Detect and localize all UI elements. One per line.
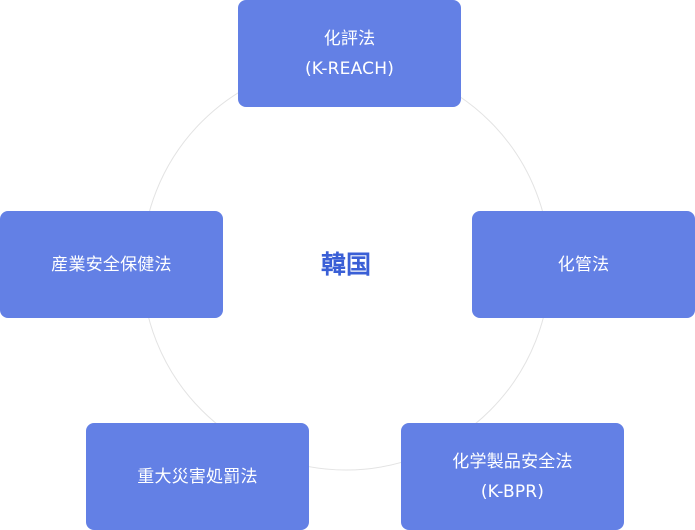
node-k-reach-subtitle: (K-REACH): [304, 58, 395, 79]
node-occupational-safety-health-act: 産業安全保健法: [0, 211, 223, 318]
node-k-reach-title: 化評法: [323, 28, 376, 49]
node-k-bpr-subtitle: (K-BPR): [480, 481, 545, 502]
node-serious-accidents-punishment-act: 重大災害処罰法: [86, 423, 309, 530]
node-occupational-safety-health-act-title: 産業安全保健法: [51, 254, 172, 275]
center-country-label: 韓国: [320, 250, 371, 279]
node-serious-accidents-punishment-act-title: 重大災害処罰法: [137, 466, 258, 487]
node-chemical-control-act-title: 化管法: [557, 254, 610, 275]
node-k-bpr: 化学製品安全法 (K-BPR): [401, 423, 624, 530]
node-chemical-control-act: 化管法: [472, 211, 695, 318]
node-k-reach: 化評法 (K-REACH): [238, 0, 461, 107]
node-k-bpr-title: 化学製品安全法: [452, 451, 573, 472]
